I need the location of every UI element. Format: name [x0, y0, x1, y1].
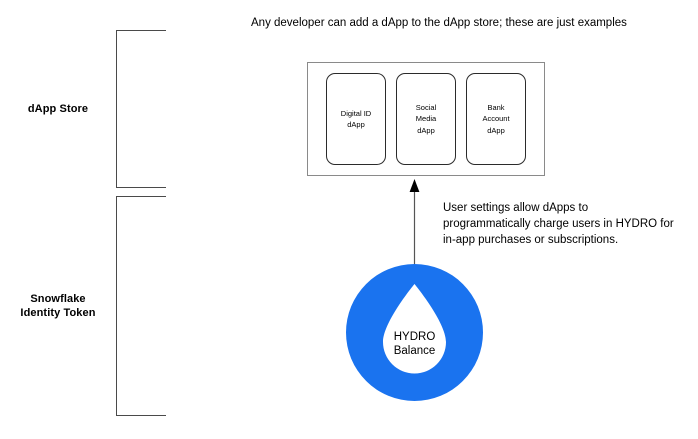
dapp-card-label: Digital ID dApp	[340, 108, 372, 130]
dapp-card-digital-id[interactable]: Digital ID dApp	[326, 73, 386, 165]
dapp-card-label: Bank Account dApp	[482, 102, 510, 135]
arrow-up-icon	[409, 179, 420, 264]
dapp-store-container: Digital ID dApp Social Media dApp Bank A…	[307, 62, 545, 176]
dapp-card-social-media[interactable]: Social Media dApp	[396, 73, 456, 165]
section-label-dapp-store: dApp Store	[27, 103, 89, 115]
top-caption: Any developer can add a dApp to the dApp…	[251, 17, 627, 29]
dapp-card-list: Digital ID dApp Social Media dApp Bank A…	[308, 63, 544, 175]
bracket-snowflake-identity-token	[116, 196, 166, 416]
bracket-dapp-store	[116, 30, 166, 188]
hydro-droplet-icon	[346, 264, 483, 401]
dapp-card-label: Social Media dApp	[415, 102, 437, 135]
section-label-snowflake-identity-token: Snowflake Identity Token	[20, 293, 96, 319]
dapp-card-bank-account[interactable]: Bank Account dApp	[466, 73, 526, 165]
hydro-balance-widget: HYDRO Balance	[346, 264, 483, 401]
annotation-user-settings: User settings allow dApps to programmati…	[443, 202, 674, 246]
